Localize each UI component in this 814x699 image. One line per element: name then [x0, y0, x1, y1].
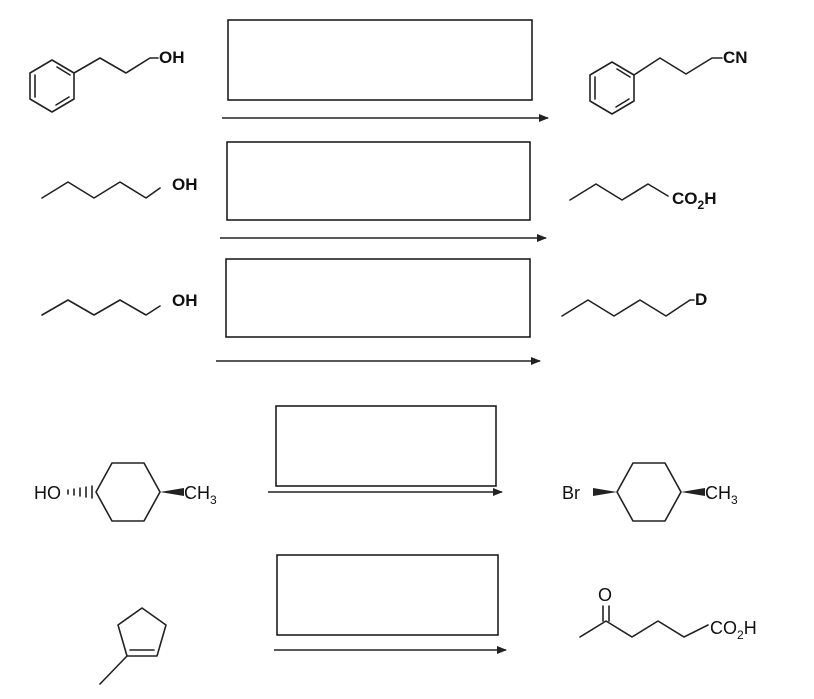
reaction-1: OH CN	[29, 19, 748, 122]
nitrile-label: CN	[723, 48, 748, 67]
reaction-3: OH D	[41, 258, 707, 365]
cyclohexane-ring	[95, 462, 161, 522]
product-deuteropentane: D	[561, 290, 707, 317]
product-butanoic-acid: CO2H	[569, 183, 716, 212]
reagent-box-4[interactable]	[275, 405, 497, 487]
cyclohexane-ring	[616, 462, 682, 522]
propyl-chain	[633, 57, 723, 76]
reactant-1-pentanol: OH	[41, 175, 198, 199]
reactant-4-methylcyclohexanol: HO CH3	[34, 462, 217, 522]
methyl-bond	[99, 655, 128, 685]
cyclopentene-ring	[117, 607, 167, 657]
methyl-label: CH3	[184, 483, 217, 507]
product-5-oxohexanoic-acid: O CO2H	[579, 585, 757, 642]
reagent-box-2[interactable]	[226, 141, 531, 221]
hydroxyl-label: HO	[34, 483, 61, 503]
product-bromomethylcyclohexane: Br CH3	[562, 462, 738, 522]
benzene-ring	[589, 61, 635, 115]
reactant-1-pentanol: OH	[41, 291, 198, 316]
reactant-2-phenylethanol: OH	[29, 48, 185, 113]
solid-wedge-bond	[160, 488, 184, 496]
carboxylic-acid-label: CO2H	[672, 189, 716, 212]
pentyl-chain	[561, 299, 695, 317]
reaction-5: O CO2H	[99, 554, 757, 685]
reaction-4: HO CH3 Br CH3	[34, 405, 738, 522]
pentyl-chain	[41, 299, 161, 316]
pentyl-chain	[41, 181, 161, 199]
butyl-chain	[569, 183, 669, 201]
methyl-label: CH3	[705, 483, 738, 507]
hexanoyl-chain	[579, 620, 709, 638]
carbonyl-oxygen-label: O	[598, 585, 612, 605]
solid-wedge-bond	[681, 488, 705, 496]
benzene-ring	[29, 59, 75, 113]
reagent-box-5[interactable]	[276, 554, 499, 636]
reaction-2: OH CO2H	[41, 141, 716, 242]
hashed-wedge-bond	[67, 485, 93, 499]
reagent-box-3[interactable]	[225, 258, 531, 338]
carboxylic-acid-label: CO2H	[710, 618, 757, 642]
product-3-phenylpropanenitrile: CN	[589, 48, 748, 115]
hydroxyl-label: OH	[172, 291, 198, 310]
reagent-box-1[interactable]	[227, 19, 533, 101]
deuterium-label: D	[695, 290, 707, 309]
ethyl-chain	[73, 57, 159, 74]
bromine-label: Br	[562, 483, 580, 503]
hydroxyl-label: OH	[159, 48, 185, 67]
hydroxyl-label: OH	[172, 175, 198, 194]
reactant-1-methylcyclopentene	[99, 607, 167, 685]
solid-wedge-bond	[593, 488, 617, 496]
